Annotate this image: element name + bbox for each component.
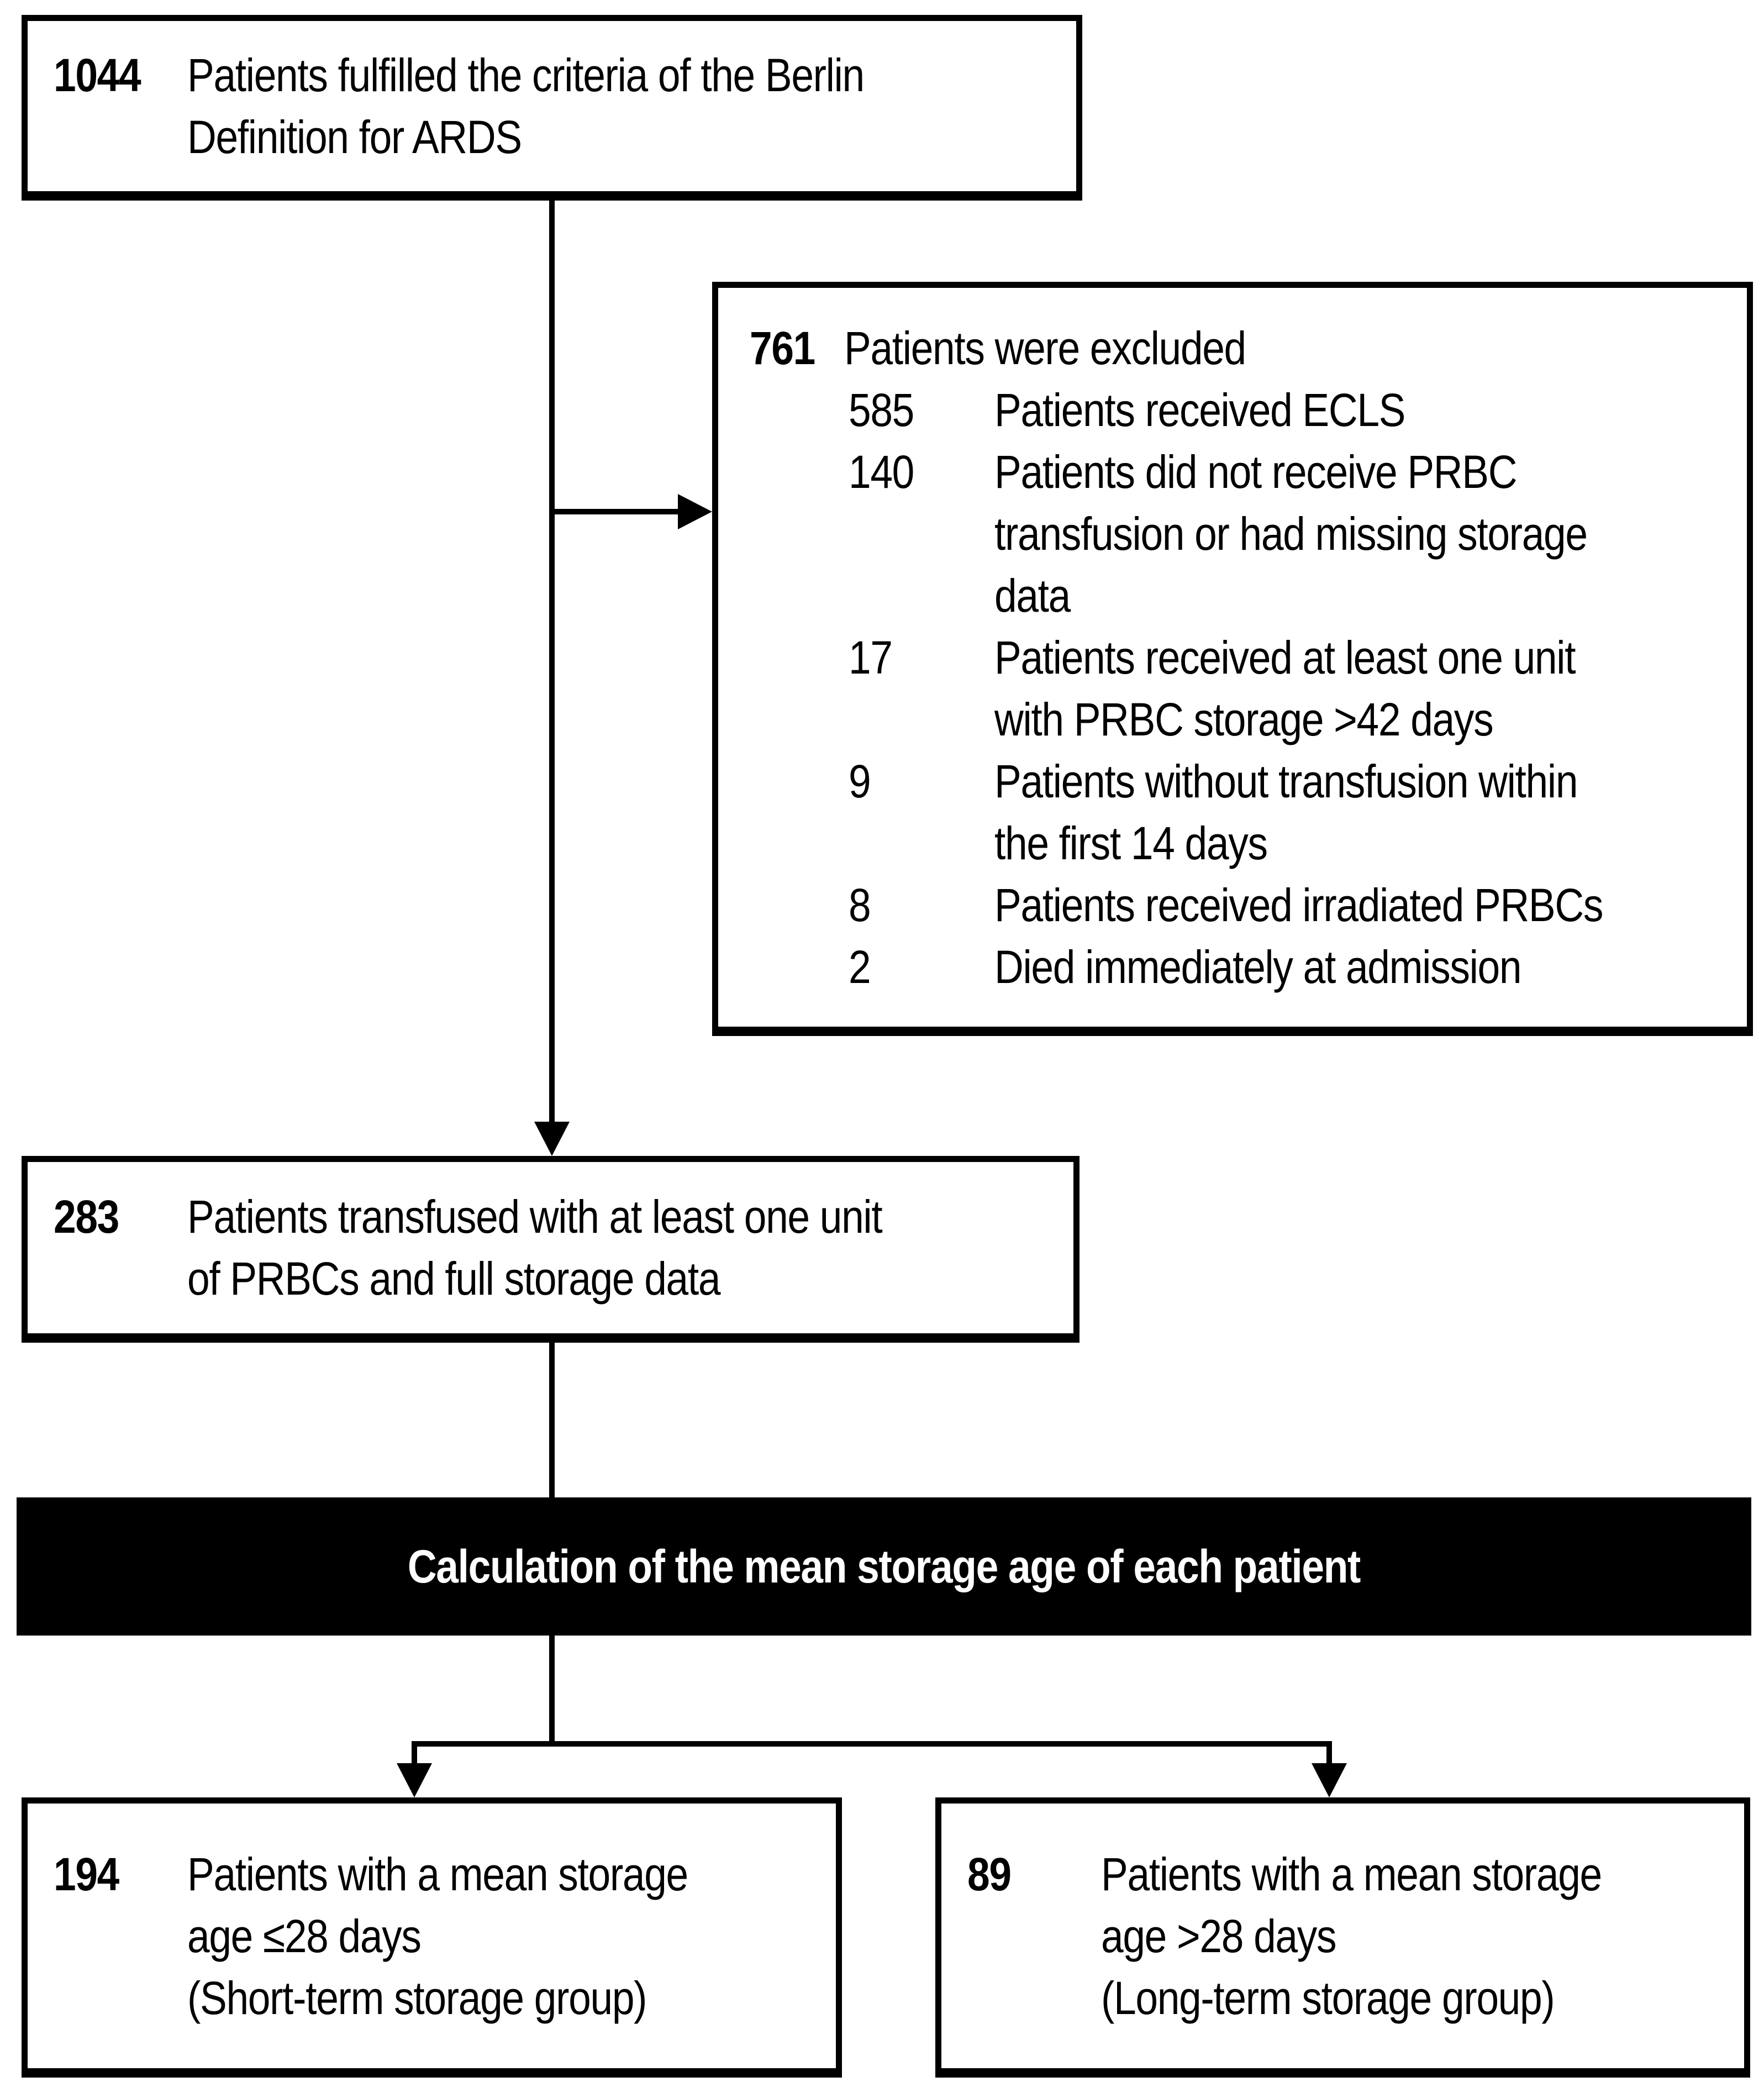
excluded-item-storage-42: 17 Patients received at least one unit w…: [849, 627, 1747, 750]
connector-transfused-to-banner: [549, 1343, 555, 1497]
text-line: (Short-term storage group): [187, 1971, 647, 2024]
item-text: Patients received irradiated PRBCs: [994, 874, 1694, 936]
text-line: Patients with a mean storage: [1101, 1848, 1602, 1900]
box-short-term-group: 194 Patients with a mean storage age ≤28…: [22, 1797, 842, 2078]
arrowhead-down-short-term-icon: [397, 1763, 432, 1797]
box-transfused-patients: 283 Patients transfused with at least on…: [22, 1156, 1080, 1343]
banner-label: Calculation of the mean storage age of e…: [407, 1541, 1361, 1592]
ards-count: 1044: [54, 49, 141, 101]
box-row: 283 Patients transfused with at least on…: [54, 1186, 1073, 1310]
connector-top-to-transfused: [549, 201, 555, 1122]
item-text: Patients did not receive PRBC transfusio…: [994, 441, 1676, 627]
box-ards-criteria: 1044 Patients fulfilled the criteria of …: [22, 15, 1082, 201]
item-text: Patients received ECLS: [994, 379, 1466, 441]
text-line: (Long-term storage group): [1101, 1971, 1555, 2024]
text-line: Patients transfused with at least one un…: [187, 1191, 883, 1243]
banner-calculation-step: Calculation of the mean storage age of e…: [17, 1497, 1751, 1636]
text-line: of PRBCs and full storage data: [187, 1253, 721, 1305]
split-line: [412, 1741, 1332, 1747]
excluded-count: 761: [750, 322, 815, 374]
item-text: Patients received at least one unit with…: [994, 627, 1662, 750]
text-line: Died immediately at admission: [994, 940, 1522, 993]
arrowhead-down-transfused-icon: [534, 1122, 570, 1156]
text-line: Patients fulfilled the criteria of the B…: [187, 49, 865, 101]
short-term-text: Patients with a mean storage age ≤28 day…: [187, 1843, 762, 2029]
text-line: Patients did not receive PRBC: [994, 445, 1517, 498]
text-line: transfusion or had missing storage: [994, 507, 1588, 560]
box-excluded-patients: 761 Patients were excluded 585 Patients …: [712, 282, 1753, 1036]
box-row: 89 Patients with a mean storage age >28 …: [967, 1843, 1744, 2029]
connector-branch-to-excluded: [552, 509, 678, 514]
excluded-item-no-transfusion-14d: 9 Patients without transfusion within th…: [849, 750, 1747, 874]
excluded-item-died-admission: 2 Died immediately at admission: [849, 936, 1747, 998]
item-count: 9: [849, 755, 871, 807]
text-line: with PRBC storage >42 days: [994, 693, 1494, 745]
connector-split-to-short-term: [412, 1741, 417, 1763]
transfused-count: 283: [54, 1191, 119, 1243]
item-count: 2: [849, 940, 871, 993]
text-line: data: [994, 569, 1071, 622]
arrowhead-down-long-term-icon: [1312, 1763, 1347, 1797]
item-text: Patients without transfusion within the …: [994, 750, 1665, 874]
ards-text: Patients fulfilled the criteria of the B…: [187, 44, 965, 168]
short-term-count: 194: [54, 1848, 119, 1900]
text-line: Patients with a mean storage: [187, 1848, 688, 1900]
box-row: 194 Patients with a mean storage age ≤28…: [54, 1843, 836, 2029]
excluded-item-no-prbc: 140 Patients did not receive PRBC transf…: [849, 441, 1747, 627]
text-line: Patients without transfusion within: [994, 755, 1578, 807]
excluded-item-ecls: 585 Patients received ECLS: [849, 379, 1747, 441]
excluded-item-irradiated: 8 Patients received irradiated PRBCs: [849, 874, 1747, 936]
item-count: 8: [849, 879, 871, 931]
long-term-count: 89: [967, 1848, 1012, 1900]
text-line: age ≤28 days: [187, 1910, 422, 1962]
box-row: 1044 Patients fulfilled the criteria of …: [54, 44, 1076, 168]
item-count: 17: [849, 631, 893, 684]
connector-split-to-long-term: [1326, 1741, 1332, 1763]
text-line: Definition for ARDS: [187, 111, 522, 163]
text-line: age >28 days: [1101, 1910, 1337, 1962]
box-long-term-group: 89 Patients with a mean storage age >28 …: [935, 1797, 1750, 2078]
transfused-text: Patients transfused with at least one un…: [187, 1186, 986, 1310]
excluded-header: 761 Patients were excluded: [750, 317, 1747, 379]
item-count: 585: [849, 383, 914, 436]
text-line: Patients received irradiated PRBCs: [994, 879, 1603, 931]
text-line: Patients received at least one unit: [994, 631, 1576, 684]
connector-banner-to-split: [549, 1636, 555, 1747]
long-term-text: Patients with a mean storage age >28 day…: [1101, 1843, 1676, 2029]
arrowhead-right-excluded-icon: [678, 494, 712, 529]
excluded-label: Patients were excluded: [844, 322, 1246, 374]
item-count: 140: [849, 445, 914, 498]
text-line: the first 14 days: [994, 817, 1268, 869]
text-line: Patients received ECLS: [994, 383, 1405, 436]
item-text: Died immediately at admission: [994, 936, 1600, 998]
